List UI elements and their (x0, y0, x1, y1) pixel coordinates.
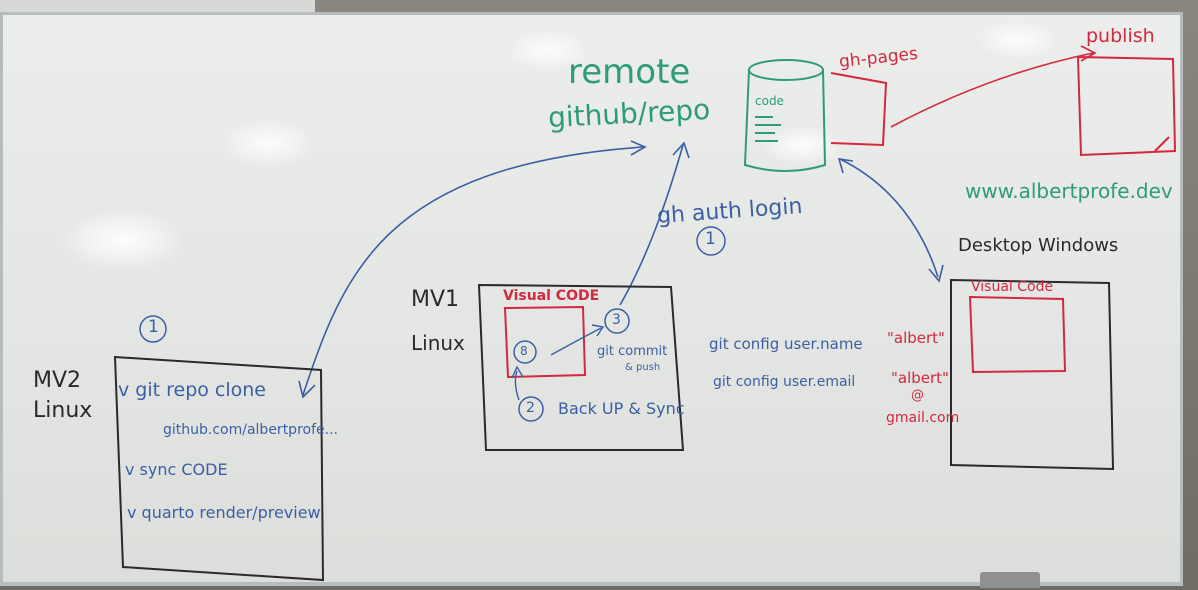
marker-tray (980, 572, 1040, 588)
git-config-name-cmd: git config user.name (709, 335, 863, 353)
mv1-commit-text: git commit (597, 344, 668, 359)
mv1-editor-label: Visual CODE (503, 288, 600, 304)
mv1-step-inner-circle (513, 340, 537, 364)
auth-step: 1 (705, 229, 716, 249)
git-config-email-at: @ (911, 388, 924, 403)
gh-pages-box (830, 72, 888, 147)
mv2-step-circle (139, 315, 167, 343)
git-config-email-domain: gmail.com (886, 410, 960, 426)
publish-page (1076, 55, 1177, 157)
mv2-line-sync: v sync CODE (125, 460, 228, 479)
mv1-internal-arrows (511, 324, 605, 401)
mv1-step-backup-circle (518, 396, 544, 422)
mv1-name: MV1 (411, 287, 460, 312)
mv1-os: Linux (411, 331, 465, 355)
mv1-step-commit: 3 (612, 312, 621, 328)
mv1-editor-box (503, 305, 587, 379)
desktop-sync-arrow (837, 158, 944, 283)
desktop-editor-label: Visual Code (971, 279, 1054, 295)
publish-arrow (890, 45, 1097, 128)
git-config-email-cmd: git config user.email (713, 374, 856, 390)
mv1-box (477, 283, 685, 451)
mv1-push-text: & push (625, 362, 661, 373)
mv2-os: Linux (33, 398, 93, 423)
git-config-name-value: "albert" (887, 329, 945, 347)
desktop-title: Desktop Windows (958, 235, 1119, 256)
mv2-line-url: github.com/albertprofe... (163, 422, 338, 438)
git-config-email-value: "albert" (891, 369, 949, 387)
mv1-step-commit-circle (604, 308, 630, 334)
mv2-line-render: v quarto render/preview (127, 503, 321, 522)
mv2-line-clone: v git repo clone (118, 379, 267, 401)
mv1-step-inner: 8 (520, 344, 528, 358)
mv2-step: 1 (148, 317, 159, 337)
server-code-label: code (755, 94, 784, 108)
desktop-box (950, 278, 1115, 471)
auth-step-circle (696, 226, 726, 256)
mv1-backup-text: Back UP & Sync (558, 399, 685, 418)
remote-repo: github/repo (547, 92, 711, 135)
publish-label: publish (1086, 25, 1155, 47)
clone-arrow (298, 140, 647, 399)
mv2-name: MV2 (33, 368, 82, 393)
server-cylinder (743, 59, 827, 172)
whiteboard-drawings (113, 45, 1177, 582)
publish-url: www.albertprofe.dev (965, 179, 1173, 203)
mv1-step-backup: 2 (526, 400, 535, 416)
mv2-box (113, 355, 325, 582)
whiteboard: remote github/repo code gh-pages publish… (0, 12, 1183, 586)
remote-title: remote (568, 52, 691, 92)
desktop-editor-box (968, 295, 1067, 374)
push-arrow (619, 141, 690, 306)
